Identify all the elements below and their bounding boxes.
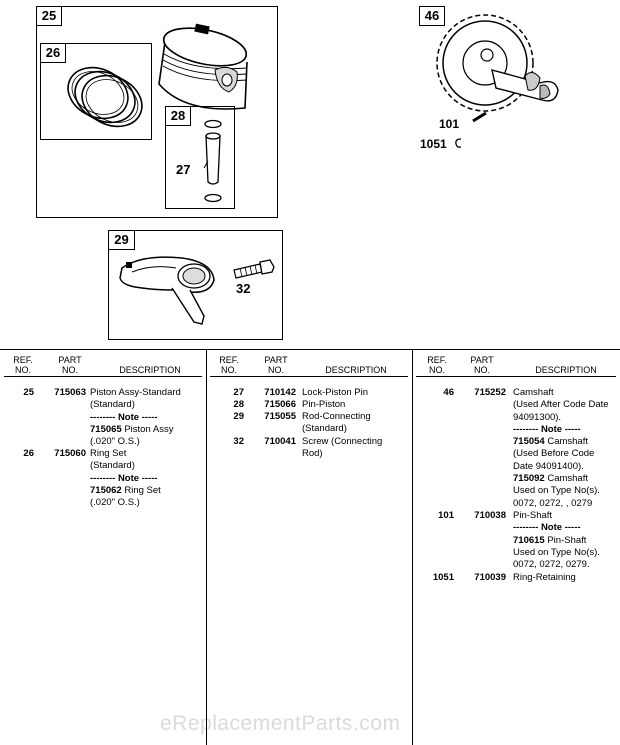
- header-rule: [4, 376, 202, 377]
- desc-line: (.020" O.S.): [90, 436, 140, 448]
- column-divider-2: [412, 350, 413, 745]
- part-no: 715055: [264, 411, 296, 422]
- group-25-frame: [36, 6, 278, 218]
- header-part: PART NO.: [58, 355, 82, 375]
- header-ref: REF. NO.: [219, 355, 239, 375]
- note-line: -------- Note -----: [513, 522, 581, 534]
- part-no: 710142: [264, 387, 296, 398]
- group-26-frame: [40, 43, 152, 140]
- watermark: eReplacementParts.com: [160, 712, 401, 735]
- description: Camshaft (Used After Code Date 94091300)…: [513, 387, 609, 509]
- piston-rings-drawing: [67, 66, 143, 128]
- desc-line: Piston Assy-Standard: [90, 387, 181, 398]
- ref-no: 101: [438, 510, 454, 521]
- callout-26: 26: [40, 43, 66, 63]
- parts-column-3: REF. NO. PART NO. DESCRIPTION 46 715252 …: [412, 350, 620, 745]
- rod-screw-drawing: [233, 259, 275, 279]
- ref-no: 27: [233, 387, 244, 398]
- ref-no: 25: [23, 387, 34, 398]
- piston-drawing: [158, 23, 248, 110]
- description: Pin-Piston: [302, 399, 346, 410]
- parts-column-2: REF. NO. PART NO. DESCRIPTION 27 710142 …: [206, 350, 412, 745]
- description: Piston Assy-Standard (Standard) --------…: [90, 387, 181, 448]
- header-description: DESCRIPTION: [325, 365, 387, 375]
- description: Ring-Retaining: [513, 572, 576, 583]
- connecting-rod-drawing: [119, 256, 215, 325]
- part-no: 715252: [474, 387, 506, 398]
- callout-1051: 1051: [420, 137, 447, 151]
- callout-25: 25: [36, 6, 62, 26]
- desc-line: (Standard): [90, 399, 135, 411]
- callout-101: 101: [439, 117, 460, 131]
- callout-28: 28: [165, 106, 191, 126]
- part-no: 715066: [264, 399, 296, 410]
- shaft-pin-drawing: [472, 111, 487, 123]
- parts-table: eReplacementParts.com REF. NO. PART NO. …: [0, 349, 620, 745]
- description: Ring Set (Standard) -------- Note ----- …: [90, 448, 161, 509]
- description: Rod-Connecting(Standard): [302, 411, 371, 435]
- header-part: PART NO.: [470, 355, 494, 375]
- parts-column-1: REF. NO. PART NO. DESCRIPTION 25 715063 …: [0, 350, 206, 745]
- part-no: 710038: [474, 510, 506, 521]
- description: Lock-Piston Pin: [302, 387, 369, 398]
- part-no: 715063: [54, 387, 86, 398]
- header-ref: REF. NO.: [13, 355, 33, 375]
- ref-no: 26: [23, 448, 34, 459]
- desc-line: (.020" O.S.): [90, 497, 140, 509]
- desc-line: Ring Set: [90, 448, 127, 459]
- ref-no: 28: [233, 399, 244, 410]
- column-divider-1: [206, 350, 207, 745]
- desc-line: (Standard): [90, 460, 135, 472]
- header-description: DESCRIPTION: [535, 365, 597, 375]
- part-no: 715060: [54, 448, 86, 459]
- callout-29: 29: [108, 230, 135, 250]
- part-no: 710041: [264, 436, 296, 447]
- note-part: 715062 Ring Set: [90, 484, 161, 496]
- note-part: 715065 Piston Assy: [90, 423, 174, 435]
- header-description: DESCRIPTION: [119, 365, 181, 375]
- header-part: PART NO.: [264, 355, 288, 375]
- group-28-frame: [165, 106, 235, 209]
- callout-46: 46: [419, 6, 445, 26]
- ref-no: 32: [233, 436, 244, 447]
- header-rule: [210, 376, 408, 377]
- note-line: -------- Note -----: [90, 472, 158, 484]
- ref-no: 1051: [432, 572, 454, 583]
- part-no: 710039: [474, 572, 506, 583]
- ref-no: 29: [233, 411, 244, 422]
- group-29-frame: [108, 230, 283, 340]
- retaining-ring-drawing: [455, 138, 462, 148]
- note-line: -------- Note -----: [90, 411, 158, 423]
- header-ref: REF. NO.: [427, 355, 447, 375]
- header-rule: [416, 376, 616, 377]
- camshaft-drawing: [436, 14, 559, 112]
- callout-32: 32: [236, 281, 251, 296]
- note-line: -------- Note -----: [513, 423, 581, 435]
- callout-27: 27: [176, 162, 191, 177]
- ref-no: 46: [443, 387, 454, 398]
- description: Pin-Shaft -------- Note ----- 710615 Pin…: [513, 510, 600, 571]
- piston-pin-drawing: [203, 119, 222, 203]
